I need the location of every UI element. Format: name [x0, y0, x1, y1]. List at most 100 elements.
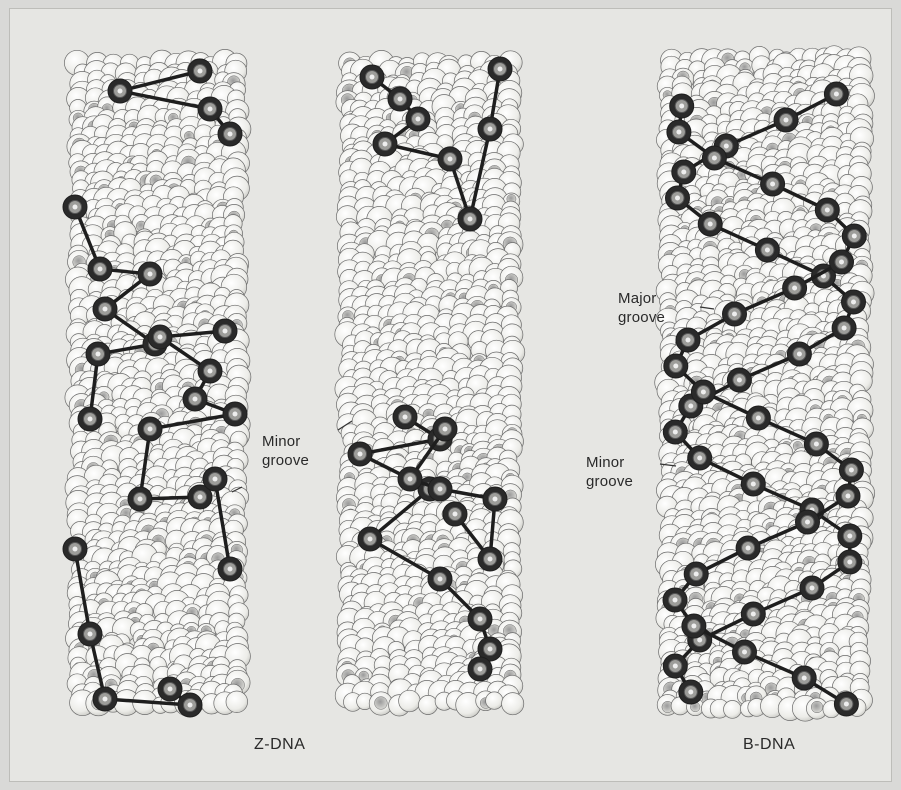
phosphate-atom-highlight — [96, 352, 101, 357]
phosphate-atom-highlight — [188, 703, 193, 708]
phosphate-atom-highlight — [765, 248, 770, 253]
phosphate-atom-highlight — [694, 572, 699, 577]
phosphate-atom-highlight — [697, 456, 702, 461]
b-dna-model — [655, 46, 875, 721]
phosphate-atom-highlight — [724, 144, 729, 149]
phosphate-atom-highlight — [810, 586, 815, 591]
phosphate-atom-highlight — [847, 560, 852, 565]
phosphate-atom-highlight — [73, 205, 78, 210]
phosphate-atom-highlight — [825, 208, 830, 213]
phosphate-atom-highlight — [673, 664, 678, 669]
phosphate-atom-highlight — [851, 300, 856, 305]
phosphate-atom-highlight — [488, 557, 493, 562]
atom-sphere-shaded — [811, 701, 823, 713]
phosphate-atom-highlight — [370, 75, 375, 80]
phosphate-atom-highlight — [708, 222, 713, 227]
phosphate-atom-highlight — [834, 92, 839, 97]
phosphate-atom-highlight — [751, 612, 756, 617]
phosphate-atom-highlight — [844, 702, 849, 707]
z-minor-groove-label: Minor groove — [262, 432, 309, 470]
phosphate-atom-highlight — [408, 477, 413, 482]
phosphate-atom-highlight — [737, 378, 742, 383]
phosphate-atom-highlight — [228, 132, 233, 137]
phosphate-atom-highlight — [688, 690, 693, 695]
phosphate-atom-highlight — [681, 170, 686, 175]
phosphate-atom-highlight — [368, 537, 373, 542]
atom-sphere — [724, 701, 742, 719]
atom-sphere-shaded — [375, 697, 388, 710]
phosphate-atom-highlight — [493, 497, 498, 502]
phosphate-atom-highlight — [398, 97, 403, 102]
phosphate-atom-highlight — [797, 352, 802, 357]
phosphate-atom-highlight — [746, 546, 751, 551]
phosphate-atom-highlight — [839, 260, 844, 265]
b-major-groove-label: Major groove — [618, 289, 665, 327]
phosphate-atom-highlight — [691, 624, 696, 629]
phosphate-atom-highlight — [233, 412, 238, 417]
phosphate-atom-highlight — [208, 369, 213, 374]
phosphate-atom-highlight — [756, 416, 761, 421]
phosphate-atom-highlight — [383, 142, 388, 147]
phosphate-atom-highlight — [673, 598, 678, 603]
phosphate-atom-highlight — [98, 267, 103, 272]
phosphate-atom-highlight — [742, 650, 747, 655]
phosphate-atom-highlight — [443, 427, 448, 432]
phosphate-atom-highlight — [849, 468, 854, 473]
phosphate-atom-highlight — [701, 390, 706, 395]
z-dna-caption: Z-DNA — [254, 735, 305, 754]
atom-sphere — [418, 695, 437, 714]
phosphate-atom-highlight — [438, 487, 443, 492]
dna-models-illustration — [10, 9, 893, 783]
phosphate-atom-highlight — [847, 534, 852, 539]
z-dna-model — [63, 49, 251, 717]
phosphate-atom-highlight — [88, 417, 93, 422]
phosphate-atom-highlight — [846, 494, 851, 499]
atom-sphere — [486, 692, 503, 709]
phosphate-atom-highlight — [802, 676, 807, 681]
phosphate-atom-highlight — [158, 335, 163, 340]
z-dna-model-rotated — [335, 50, 525, 717]
phosphate-atom-highlight — [732, 312, 737, 317]
phosphate-atom-highlight — [751, 482, 756, 487]
phosphate-atom-highlight — [198, 69, 203, 74]
phosphate-atom-highlight — [468, 217, 473, 222]
phosphate-atom-highlight — [138, 497, 143, 502]
phosphate-atom-highlight — [498, 67, 503, 72]
phosphate-atom-highlight — [208, 107, 213, 112]
phosphate-atom-highlight — [213, 477, 218, 482]
phosphate-atom-highlight — [148, 272, 153, 277]
phosphate-atom-highlight — [805, 520, 810, 525]
phosphate-atom-highlight — [792, 286, 797, 291]
phosphate-atom-highlight — [697, 638, 702, 643]
phosphate-atom-highlight — [770, 182, 775, 187]
phosphate-atom-highlight — [488, 647, 493, 652]
phosphate-atom-highlight — [228, 567, 233, 572]
phosphate-atom-highlight — [416, 117, 421, 122]
phosphate-atom-highlight — [193, 397, 198, 402]
phosphate-atom-highlight — [712, 156, 717, 161]
b-minor-groove-label: Minor groove — [586, 453, 633, 491]
phosphate-atom-highlight — [686, 338, 691, 343]
phosphate-atom-highlight — [223, 329, 228, 334]
phosphate-atom-highlight — [814, 442, 819, 447]
phosphate-atom-highlight — [118, 89, 123, 94]
phosphate-atom-highlight — [679, 104, 684, 109]
phosphate-atom-highlight — [198, 495, 203, 500]
phosphate-atom-highlight — [675, 196, 680, 201]
phosphate-atom-highlight — [448, 157, 453, 162]
atom-sphere — [502, 693, 524, 715]
phosphate-atom-highlight — [168, 687, 173, 692]
phosphate-atom-highlight — [852, 234, 857, 239]
phosphate-atom-highlight — [784, 118, 789, 123]
phosphate-atom-highlight — [403, 415, 408, 420]
phosphate-atom-highlight — [673, 364, 678, 369]
phosphate-atom-highlight — [488, 127, 493, 132]
phosphate-atom-highlight — [73, 547, 78, 552]
phosphate-atom-highlight — [478, 617, 483, 622]
phosphate-atom-highlight — [842, 326, 847, 331]
phosphate-atom-highlight — [453, 512, 458, 517]
b-dna-caption: B-DNA — [743, 735, 795, 754]
phosphate-atom-highlight — [148, 427, 153, 432]
phosphate-atom-highlight — [438, 577, 443, 582]
phosphate-atom-highlight — [103, 307, 108, 312]
